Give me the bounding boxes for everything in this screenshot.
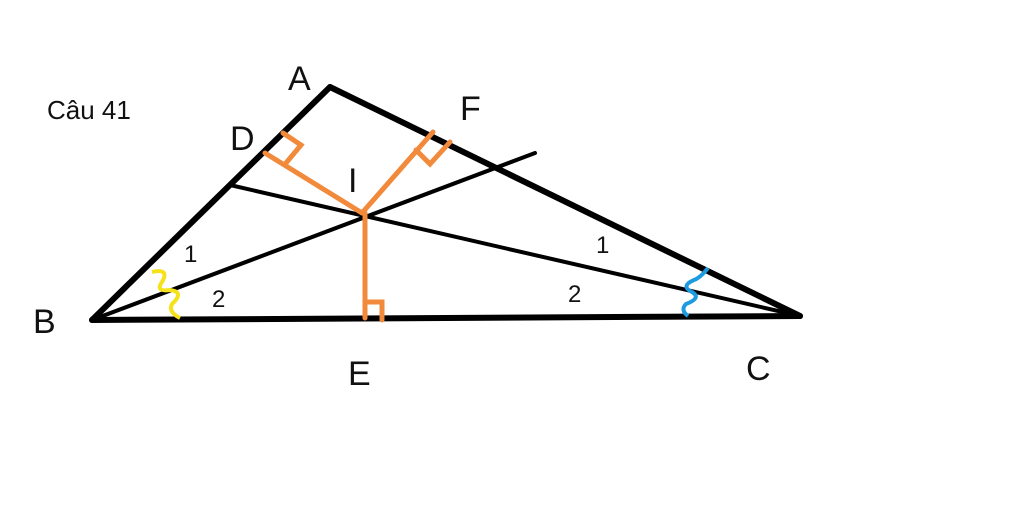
question-title: Câu 41 <box>47 95 131 125</box>
label-i: I <box>348 162 357 200</box>
perpendicular-id <box>262 150 365 216</box>
perpendicular-if <box>359 129 436 216</box>
angle-mark-c <box>681 266 710 318</box>
side-bc <box>89 313 803 323</box>
right-angle-f <box>413 139 453 168</box>
angle-label-b1: 1 <box>184 241 197 268</box>
right-angle-d <box>280 130 305 166</box>
side-ac <box>327 84 803 319</box>
label-d: D <box>230 120 255 158</box>
angle-label-c1: 1 <box>596 232 609 259</box>
angle-label-c2: 2 <box>568 281 581 308</box>
label-e: E <box>348 355 371 393</box>
angle-label-b2: 2 <box>212 286 225 313</box>
angle-mark-b <box>151 269 181 320</box>
right-angle-e <box>362 299 385 323</box>
label-c: C <box>746 350 771 388</box>
label-f: F <box>460 90 481 128</box>
side-ab <box>89 84 333 323</box>
label-a: A <box>288 60 311 98</box>
label-b: B <box>33 303 56 341</box>
bisector-c <box>228 183 802 318</box>
